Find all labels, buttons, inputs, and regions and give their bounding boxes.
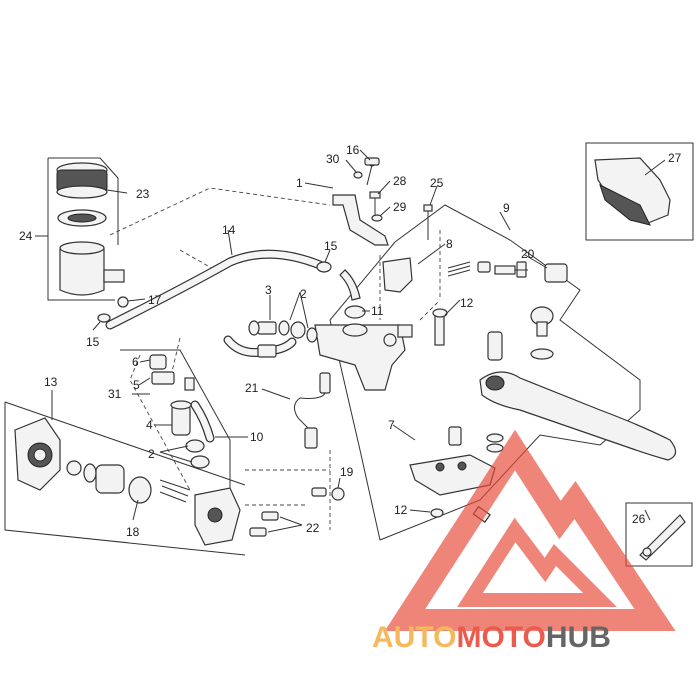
bolts-22 xyxy=(249,487,345,537)
caliper-group xyxy=(4,401,246,556)
master-cylinder xyxy=(314,257,413,391)
bracket-group xyxy=(332,157,433,246)
callout-9: 9 xyxy=(503,201,510,215)
callout-5: 5 xyxy=(133,378,140,392)
callout-3: 3 xyxy=(265,283,272,297)
callout-27: 27 xyxy=(668,151,682,165)
callout-12-lower: 12 xyxy=(394,503,408,517)
guide-lines xyxy=(109,187,441,530)
callout-13: 13 xyxy=(44,375,58,389)
callout-29: 29 xyxy=(393,200,407,214)
callout-19: 19 xyxy=(340,465,354,479)
watermark-auto: AUTO xyxy=(372,621,456,654)
callout-16: 16 xyxy=(346,143,360,157)
slave-cylinder-parts xyxy=(120,349,231,495)
fittings xyxy=(223,320,318,358)
inset-27 xyxy=(585,142,694,241)
callout-15-upper: 15 xyxy=(324,239,338,253)
callout-28: 28 xyxy=(393,174,407,188)
callout-12-upper: 12 xyxy=(460,296,474,310)
callout-24: 24 xyxy=(19,229,33,243)
watermark-triangle-inner xyxy=(457,517,617,607)
brake-hose xyxy=(97,249,332,330)
callout-2-upper: 2 xyxy=(300,287,307,301)
callout-2-lower: 2 xyxy=(148,447,155,461)
callout-25: 25 xyxy=(430,176,444,190)
callout-1: 1 xyxy=(296,176,303,190)
callout-20: 20 xyxy=(521,247,535,261)
callout-22: 22 xyxy=(306,521,320,535)
callout-23: 23 xyxy=(136,187,150,201)
callout-10: 10 xyxy=(250,430,264,444)
automotohub-watermark: AUTOMOTOHUB xyxy=(372,429,676,654)
brake-lever xyxy=(432,306,677,461)
brake-switch xyxy=(294,372,331,449)
inset-26 xyxy=(625,502,693,567)
callout-8: 8 xyxy=(446,237,453,251)
leader-lines xyxy=(35,149,666,533)
callout-17: 17 xyxy=(148,293,162,307)
callout-7: 7 xyxy=(388,418,395,432)
svg-text:AUTOMOTOHUB: AUTOMOTOHUB xyxy=(372,621,611,654)
watermark-moto: MOTO xyxy=(456,621,545,654)
piston-parts xyxy=(447,261,568,283)
callout-31: 31 xyxy=(108,387,122,401)
callout-11: 11 xyxy=(371,304,384,318)
watermark-hub: HUB xyxy=(546,621,611,654)
reservoir-group xyxy=(47,157,125,301)
callout-26: 26 xyxy=(632,512,646,526)
callout-labels: 1 2 2 3 4 5 6 7 8 9 10 11 12 12 13 14 15… xyxy=(19,143,682,539)
watermark-triangle-outer xyxy=(384,429,676,631)
callout-18: 18 xyxy=(126,525,140,539)
callout-6: 6 xyxy=(132,355,139,369)
callout-21: 21 xyxy=(245,381,259,395)
callout-30: 30 xyxy=(326,152,340,166)
callout-15-lower: 15 xyxy=(86,335,100,349)
callout-14: 14 xyxy=(222,223,236,237)
callout-4: 4 xyxy=(146,418,153,432)
